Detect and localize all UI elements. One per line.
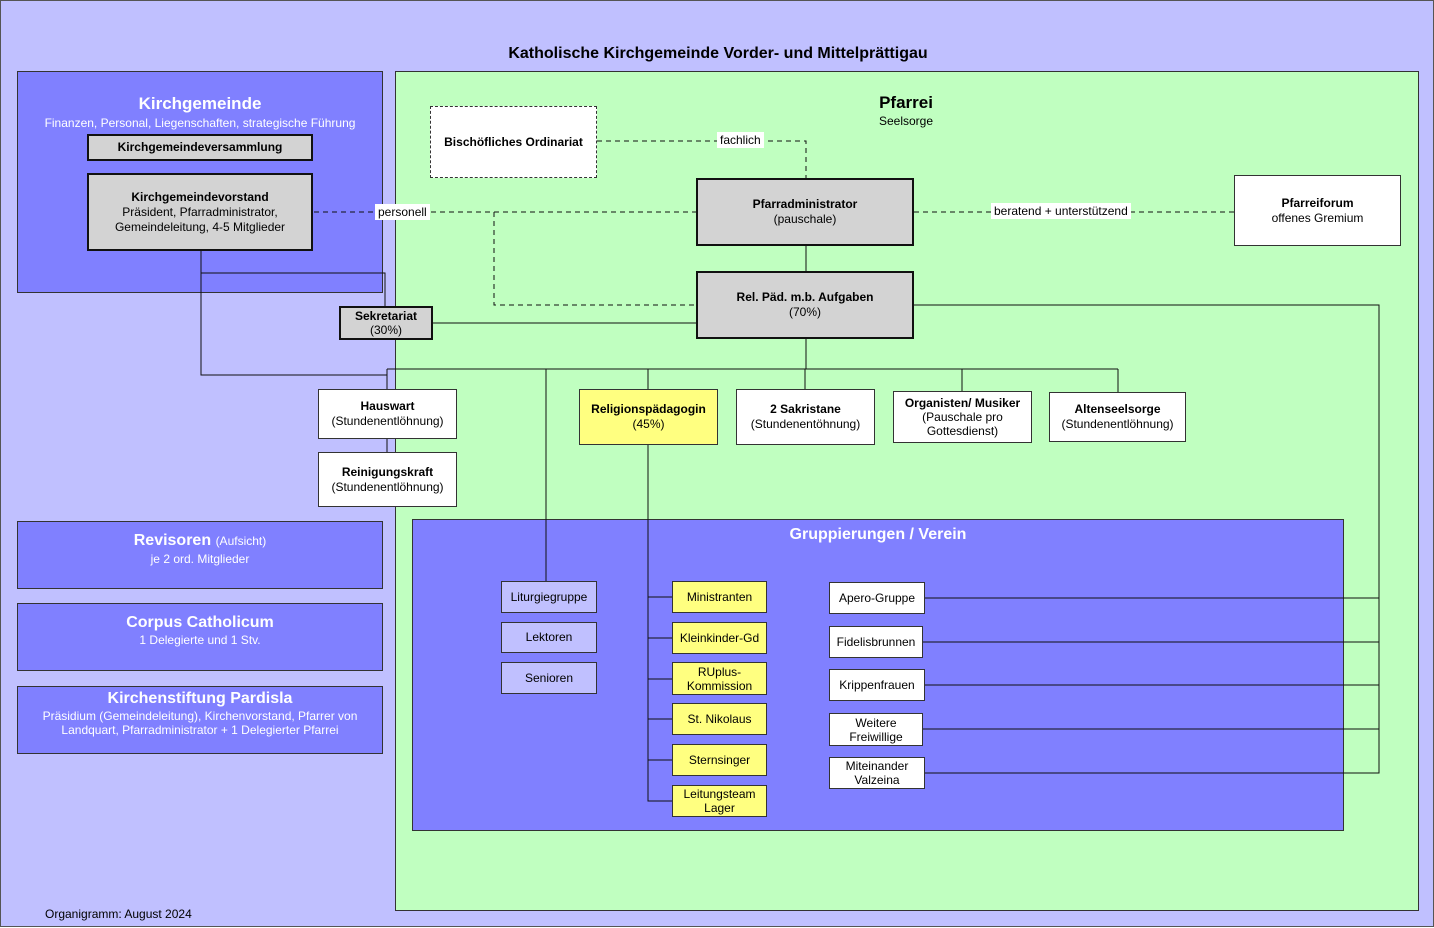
fachlich-label: fachlich (717, 132, 764, 148)
gruppe-label: Krippenfrauen (839, 677, 915, 692)
stiftung-sub1: Präsidium (Gemeindeleitung), Kirchenvors… (42, 709, 358, 723)
revisoren-title-small: (Aufsicht) (215, 534, 267, 548)
sakristane-box: 2 Sakristane (Stundenentöhnung) (736, 389, 875, 445)
religionspaed-sub: (45%) (632, 417, 665, 431)
altenseelsorge-box: Altenseelsorge (Stundenentlöhnung) (1049, 392, 1186, 442)
organisten-box: Organisten/ Musiker (Pauschale pro Gotte… (893, 391, 1032, 443)
gruppe-ruplus-kommission: RUplus- Kommission (672, 662, 767, 695)
altenseelsorge-title: Altenseelsorge (1074, 402, 1161, 416)
personell-label: personell (375, 204, 430, 220)
gruppe-label: Fidelisbrunnen (836, 634, 916, 649)
gruppe-sternsinger: Sternsinger (672, 744, 767, 776)
kirchenstiftung-panel: Kirchenstiftung Pardisla Präsidium (Geme… (17, 686, 383, 754)
gruppe-label: St. Nikolaus (687, 711, 752, 726)
vorstand-line2: Gemeindeleitung, 4-5 Mitglieder (114, 219, 286, 234)
hauswart-box: Hauswart (Stundenentlöhnung) (318, 389, 457, 439)
religionspaedagogin-box: Religionspädagogin (45%) (579, 389, 718, 445)
altenseelsorge-sub: (Stundenentlöhnung) (1061, 417, 1174, 431)
gruppe-apero-gruppe: Apero-Gruppe (829, 582, 925, 614)
revisoren-sub: je 2 ord. Mitglieder (150, 552, 250, 566)
revisoren-title: Revisoren (133, 532, 212, 549)
vorstand-title: Kirchgemeindevorstand (131, 189, 269, 204)
gruppe-senioren: Senioren (501, 662, 597, 694)
gruppe-krippenfrauen: Krippenfrauen (829, 669, 925, 701)
gruppe-label: Leitungsteam Lager (683, 787, 756, 815)
pfarreiforum-sub: offenes Gremium (1271, 210, 1364, 225)
ordinariat-box: Bischöfliches Ordinariat (430, 106, 597, 178)
kirchgemeindevorstand-box: Kirchgemeindevorstand Präsident, Pfarrad… (87, 173, 313, 251)
religionspaed-title: Religionspädagogin (591, 402, 706, 416)
pfarradmin-title: Pfarradministrator (752, 197, 858, 211)
corpus-title: Corpus Catholicum (126, 614, 274, 631)
organisten-sub2: Gottesdienst) (926, 424, 999, 438)
pfarrei-title: Pfarrei (879, 93, 933, 112)
gruppe-liturgiegruppe: Liturgiegruppe (501, 581, 597, 613)
revisoren-panel: Revisoren (Aufsicht) je 2 ord. Mitgliede… (17, 521, 383, 589)
gruppe-lektoren: Lektoren (501, 622, 597, 653)
gruppe-label: Senioren (524, 670, 574, 685)
gruppe-label: RUplus- Kommission (686, 664, 753, 693)
corpus-sub: 1 Delegierte und 1 Stv. (139, 633, 261, 647)
sekretariat-title: Sekretariat (354, 309, 418, 323)
gruppe-label: Ministranten (686, 589, 753, 604)
vorstand-line1: Präsident, Pfarradministrator, (122, 204, 278, 219)
gruppe-label: Liturgiegruppe (510, 589, 588, 604)
hauswart-title: Hauswart (360, 399, 415, 413)
gruppe-leitungsteam-lager: Leitungsteam Lager (672, 785, 767, 817)
gruppe-kleinkinder-gd: Kleinkinder-Gd (672, 622, 767, 654)
sekretariat-box: Sekretariat (30%) (339, 306, 433, 340)
organisten-title: Organisten/ Musiker (904, 396, 1021, 410)
gruppe-label: Apero-Gruppe (838, 590, 916, 605)
reinigung-title: Reinigungskraft (341, 464, 434, 479)
sakristane-title: 2 Sakristane (770, 402, 841, 416)
gruppe-label: Sternsinger (688, 752, 751, 767)
reinigung-sub: (Stundenentlöhnung) (331, 479, 444, 494)
kirchgemeinde-title: Kirchgemeinde (138, 94, 262, 113)
relpaed-box: Rel. Päd. m.b. Aufgaben (70%) (696, 271, 914, 339)
pfarradmin-sub: (pauschale) (773, 212, 837, 226)
pfarreiforum-box: Pfarreiforum offenes Gremium (1234, 175, 1401, 246)
beratend-label: beratend + unterstützend (991, 203, 1131, 219)
relpaed-sub: (70%) (788, 305, 821, 319)
chart-title: Katholische Kirchgemeinde Vorder- und Mi… (508, 45, 928, 62)
gruppe-miteinander-valzeina: Miteinander Valzeina (829, 757, 925, 789)
organisten-sub1: (Pauschale pro (922, 410, 1003, 424)
gruppe-label: Lektoren (525, 630, 573, 644)
gruppe-label: Weitere Freiwillige (849, 715, 903, 744)
pfarradministrator-box: Pfarradministrator (pauschale) (696, 178, 914, 246)
gruppe-label: Kleinkinder-Gd (679, 630, 760, 645)
sakristane-sub: (Stundenentöhnung) (750, 417, 861, 431)
stiftung-title: Kirchenstiftung Pardisla (107, 690, 293, 707)
kirchgemeindeversammlung-label: Kirchgemeindeversammlung (117, 140, 283, 154)
hauswart-sub: (Stundenentlöhnung) (331, 414, 444, 428)
sekretariat-sub: (30%) (369, 323, 402, 337)
gruppierungen-title: Gruppierungen / Verein (789, 526, 967, 543)
gruppe-weitere-freiwillige: Weitere Freiwillige (829, 713, 923, 746)
kirchgemeindeversammlung-box: Kirchgemeindeversammlung (87, 134, 313, 161)
relpaed-title: Rel. Päd. m.b. Aufgaben (736, 290, 874, 304)
gruppe-st-nikolaus: St. Nikolaus (672, 703, 767, 735)
stiftung-sub2: Landquart, Pfarradministrator + 1 Delegi… (61, 723, 339, 737)
ordinariat-label: Bischöfliches Ordinariat (444, 134, 583, 149)
reinigungskraft-box: Reinigungskraft (Stundenentlöhnung) (318, 452, 457, 507)
pfarreiforum-title: Pfarreiforum (1281, 195, 1354, 210)
pfarrei-subtitle: Seelsorge (878, 114, 934, 128)
gruppe-label: Miteinander Valzeina (845, 759, 909, 787)
kirchgemeinde-subtitle: Finanzen, Personal, Liegenschaften, stra… (44, 116, 356, 130)
footer-note: Organigramm: August 2024 (45, 907, 192, 921)
gruppe-ministranten: Ministranten (672, 581, 767, 613)
gruppe-fidelisbrunnen: Fidelisbrunnen (829, 626, 923, 658)
corpus-catholicum-panel: Corpus Catholicum 1 Delegierte und 1 Stv… (17, 603, 383, 671)
